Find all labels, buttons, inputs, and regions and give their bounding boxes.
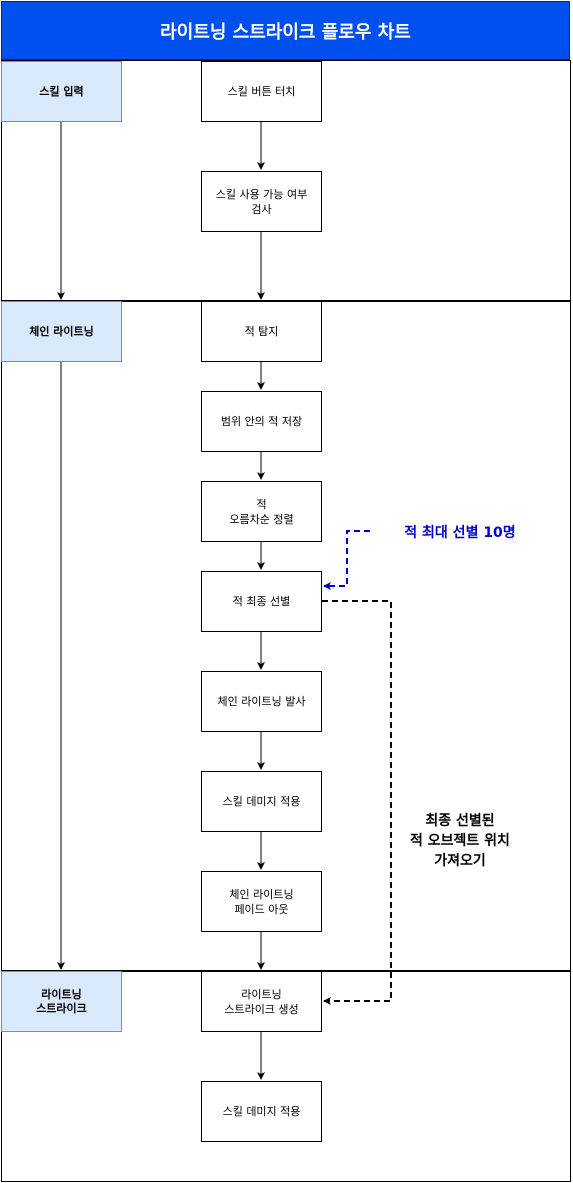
note-fetch-positions: 최종 선별된 적 오브젝트 위치 가져오기 [410,813,510,869]
node-skill-availability-check: 스킬 사용 가능 여부 검사 [201,171,322,232]
node-chain-lightning-fade-out: 체인 라이트닝 페이드 아웃 [201,871,322,932]
section-skill-input [1,60,571,301]
node-final-enemy-selection: 적 최종 선별 [201,571,322,632]
node-skill-button-touch: 스킬 버튼 터치 [201,61,322,122]
lane-lightning-strike: 라이트닝 스트라이크 [1,971,122,1032]
flowchart-title: 라이트닝 스트라이크 플로우 차트 [1,1,570,60]
node-apply-skill-damage-2: 스킬 데미지 적용 [201,1081,322,1142]
lane-skill-input: 스킬 입력 [1,61,122,122]
lane-chain-lightning: 체인 라이트닝 [1,301,122,362]
edge-max-selection-note [323,530,370,590]
node-sort-enemies-ascending: 적 오름차순 정렬 [201,481,322,542]
node-fire-chain-lightning: 체인 라이트닝 발사 [201,671,322,732]
node-store-enemies-in-range: 범위 안의 적 저장 [201,391,322,452]
edge-fetch-positions [322,600,392,1005]
note-max-selection: 적 최대 선별 10명 [404,525,516,541]
node-create-lightning-strike: 라이트닝 스트라이크 생성 [201,971,322,1032]
node-apply-skill-damage-1: 스킬 데미지 적용 [201,771,322,832]
node-enemy-detect: 적 탐지 [201,301,322,362]
